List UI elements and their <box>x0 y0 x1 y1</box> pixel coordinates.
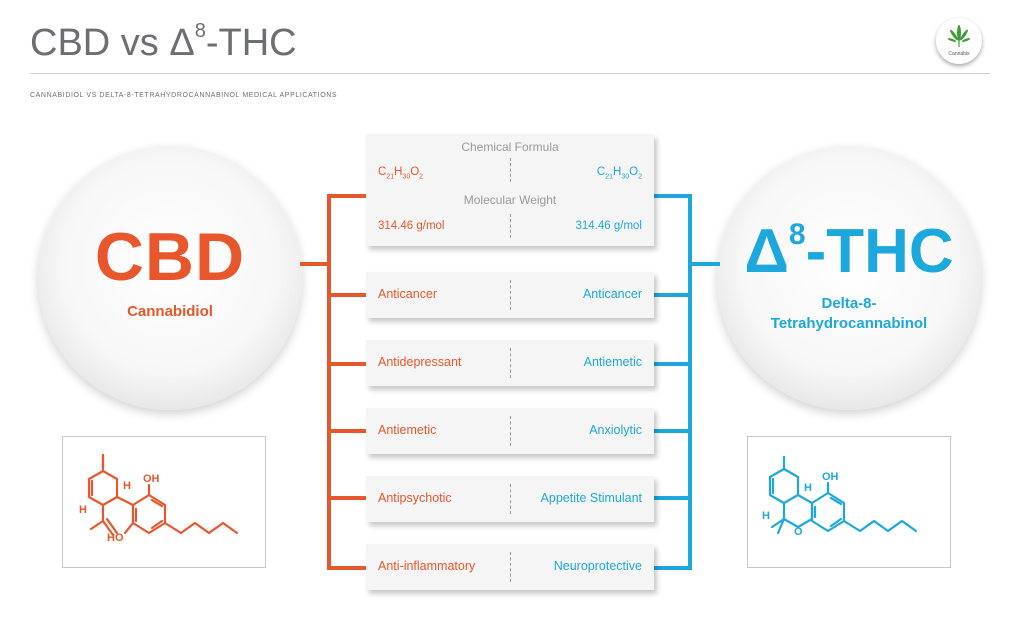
thc-full-name: Delta-8-Tetrahydrocannabinol <box>770 295 928 332</box>
row-divider <box>510 484 511 514</box>
card-divider <box>510 158 511 182</box>
row-divider <box>510 416 511 446</box>
application-row: Antipsychotic Appetite Stimulant <box>366 476 654 522</box>
thc-molecule-icon: OH H H O <box>762 455 918 538</box>
row-divider <box>510 552 511 582</box>
thc-application: Appetite Stimulant <box>540 491 642 505</box>
card-divider <box>510 214 511 238</box>
thc-bracket <box>654 194 720 570</box>
cbd-weight: 314.46 g/mol <box>378 220 445 232</box>
thc-formula: C21H30O2 <box>596 166 642 181</box>
svg-text:O: O <box>794 526 803 538</box>
svg-text:H: H <box>79 504 87 516</box>
application-row: Anti-inflammatory Neuroprotective <box>366 544 654 590</box>
molecular-weight-label: Molecular Weight <box>463 193 557 207</box>
thc-circle: Δ8-THC Delta-8-Tetrahydrocannabinol <box>717 146 981 410</box>
application-row: Anticancer Anticancer <box>366 272 654 318</box>
page-title: CBD vs Δ8-THC <box>30 20 297 64</box>
logo-text: Cannabis <box>948 51 970 57</box>
cbd-bracket <box>300 194 366 570</box>
svg-text:H: H <box>804 482 812 494</box>
application-row: Antiemetic Anxiolytic <box>366 408 654 454</box>
svg-text:HO: HO <box>107 532 124 544</box>
thc-application: Anticancer <box>582 287 642 301</box>
row-divider <box>510 348 511 378</box>
svg-text:OH: OH <box>822 471 839 483</box>
thc-weight: 314.46 g/mol <box>575 220 643 232</box>
application-row: Antidepressant Antiemetic <box>366 340 654 386</box>
header-divider <box>30 73 990 74</box>
cbd-application: Anti-inflammatory <box>378 559 476 573</box>
row-divider <box>510 280 511 310</box>
cbd-application: Antidepressant <box>378 355 462 369</box>
cbd-circle: CBD Cannabidiol <box>38 146 302 410</box>
svg-text:H: H <box>762 510 770 522</box>
cbd-full-name: Cannabidiol <box>127 303 213 320</box>
svg-text:OH: OH <box>143 473 160 485</box>
thc-application: Neuroprotective <box>553 559 642 573</box>
thc-molecule-structure: OH H H O <box>747 436 951 568</box>
cannabis-leaf-icon <box>947 25 971 47</box>
thc-abbreviation: Δ8-THC <box>744 217 954 286</box>
cbd-molecule-icon: OH H H HO <box>79 453 239 544</box>
cbd-application: Antiemetic <box>378 423 437 437</box>
cbd-molecule-structure: OH H H HO <box>62 436 266 568</box>
cannabis-logo: Cannabis <box>936 18 982 64</box>
cbd-abbreviation: CBD <box>94 219 246 295</box>
cbd-application: Anticancer <box>378 287 438 301</box>
chemical-formula-label: Chemical Formula <box>461 140 559 154</box>
thc-application: Antiemetic <box>583 355 642 369</box>
cbd-formula: C21H30O2 <box>378 166 424 181</box>
thc-application: Anxiolytic <box>589 423 642 437</box>
chemical-info-card: Chemical Formula C21H30O2 C21H30O2 Molec… <box>366 134 654 246</box>
svg-text:H: H <box>123 480 131 492</box>
page-subtitle: CANNABIDIOL VS DELTA-8-TETRAHYDROCANNABI… <box>30 92 338 99</box>
cbd-application: Antipsychotic <box>378 491 452 505</box>
